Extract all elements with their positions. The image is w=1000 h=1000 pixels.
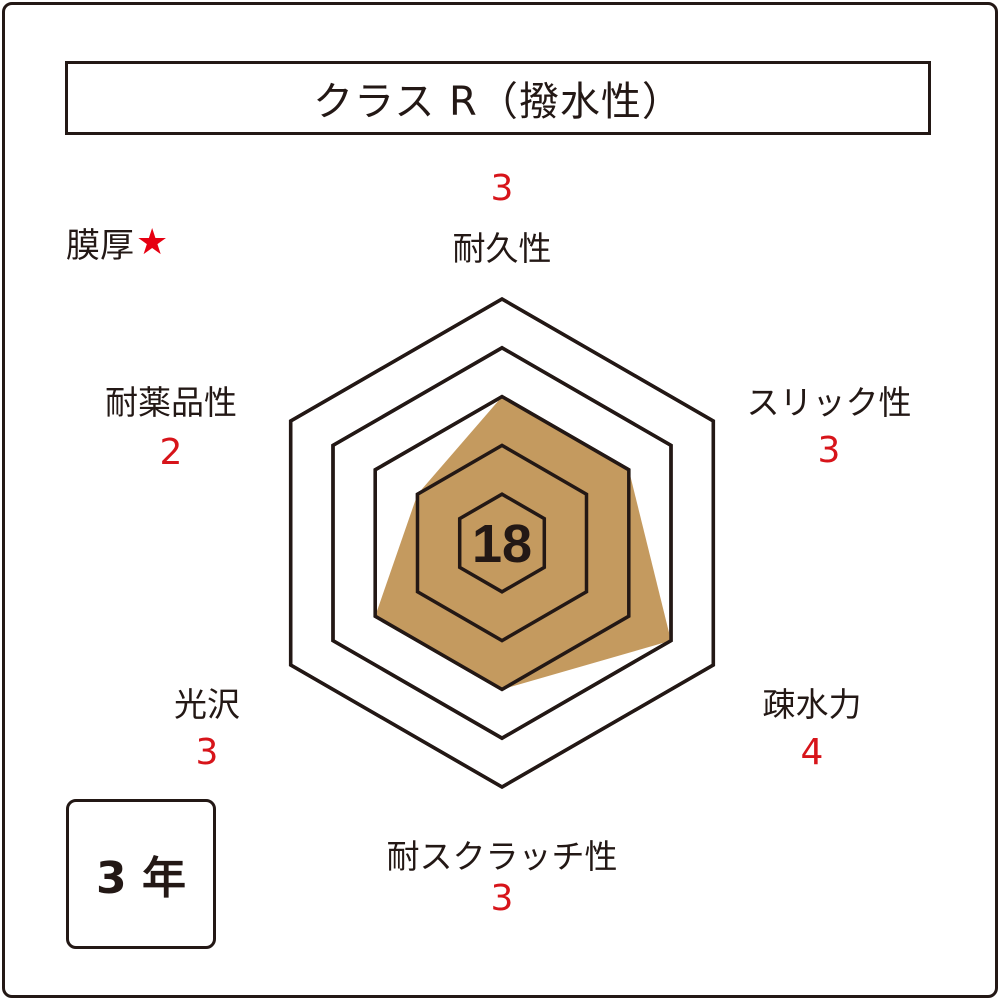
label-slickness: スリック性 <box>746 383 912 422</box>
label-hydrophobicity: 疎水力 <box>762 685 862 724</box>
title-box: クラス R（撥水性） <box>65 61 931 135</box>
label-chemical-resistance: 耐薬品性 <box>105 383 237 422</box>
value-scratch-resistance: 3 <box>490 878 514 919</box>
grid-ring-2 <box>415 443 589 643</box>
value-durability: 3 <box>490 168 514 209</box>
value-hydrophobicity: 4 <box>800 732 824 773</box>
star-icon: ★ <box>136 222 169 263</box>
grid-ring-4 <box>331 345 673 741</box>
label-gloss: 光沢 <box>174 685 240 724</box>
value-slickness: 3 <box>817 430 841 471</box>
value-gloss: 3 <box>195 732 219 773</box>
data-polygon <box>375 396 671 690</box>
total-score: 18 <box>472 514 532 574</box>
value-chemical-resistance: 2 <box>159 432 183 473</box>
years-badge: 3 年 <box>66 799 216 949</box>
film-thickness: 膜厚 ★ <box>66 218 168 267</box>
grid-ring-5 <box>288 296 716 790</box>
chart-title: クラス R（撥水性） <box>313 79 683 125</box>
film-thickness-label: 膜厚 <box>66 226 134 266</box>
label-scratch-resistance: 耐スクラッチ性 <box>386 837 618 876</box>
label-durability: 耐久性 <box>452 229 552 268</box>
grid-ring-3 <box>373 394 631 692</box>
grid-ring-1 <box>457 492 547 594</box>
